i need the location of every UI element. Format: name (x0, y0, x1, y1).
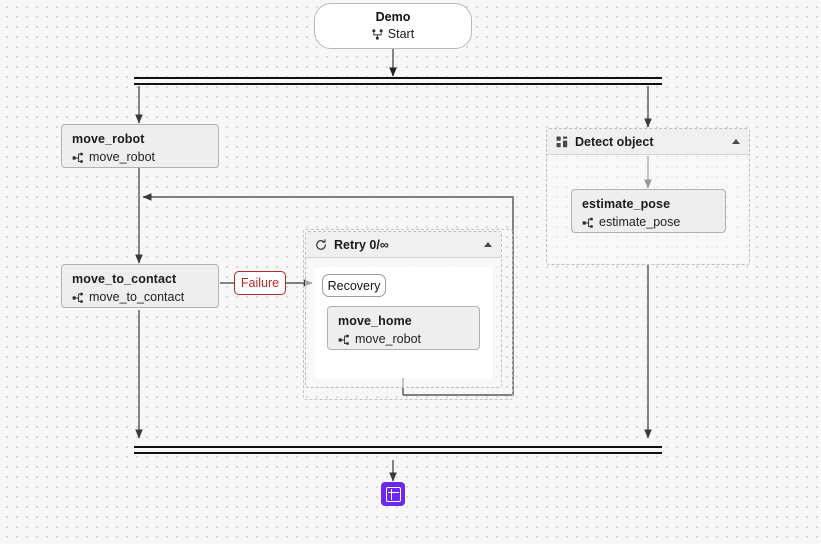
start-subrow: Start (372, 27, 414, 42)
node-subtitle: move_robot (89, 150, 156, 164)
node-title: move_home (338, 314, 412, 328)
node-title: move_to_contact (72, 272, 177, 286)
node-recovery[interactable]: Recovery (322, 274, 386, 297)
node-move-to-contact[interactable]: move_to_contact move_to_contact (61, 264, 219, 308)
add-node-icon (385, 486, 401, 502)
node-subtitle: estimate_pose (599, 215, 681, 229)
group-detect-object-header[interactable]: Detect object (547, 129, 749, 155)
group-retry-header[interactable]: Retry 0/∞ (306, 232, 501, 258)
node-move-robot[interactable]: move_robot move_robot (61, 124, 219, 168)
node-title: move_robot (72, 132, 145, 146)
node-subrow: move_to_contact (72, 290, 208, 305)
node-graph-icon (582, 217, 594, 229)
node-graph-icon (338, 334, 350, 346)
node-estimate-pose[interactable]: estimate_pose estimate_pose (571, 189, 726, 233)
recovery-label: Recovery (327, 278, 381, 293)
refresh-icon (315, 238, 327, 251)
node-subtitle: move_robot (355, 332, 422, 346)
node-subrow: move_robot (72, 150, 208, 165)
group-retry-title: Retry 0/∞ (334, 237, 389, 252)
node-title: estimate_pose (582, 197, 671, 211)
retry-outer-frame[interactable] (303, 229, 513, 400)
node-move-home[interactable]: move_home move_robot (327, 306, 480, 350)
node-subrow: move_robot (338, 332, 469, 347)
chevron-up-icon[interactable] (732, 139, 740, 144)
add-node-button[interactable] (381, 482, 405, 506)
node-start[interactable]: Demo Start (314, 3, 472, 49)
node-subrow: estimate_pose (582, 215, 715, 230)
failure-label-text: Failure (240, 276, 280, 290)
chevron-up-icon[interactable] (484, 242, 492, 247)
failure-label[interactable]: Failure (234, 271, 286, 295)
node-subtitle: move_to_contact (89, 290, 185, 304)
group-detect-object-title: Detect object (575, 134, 654, 149)
start-title: Demo (375, 10, 411, 24)
grid-layout-icon (556, 136, 568, 148)
behavior-tree-icon (372, 29, 383, 40)
start-subtitle: Start (387, 27, 415, 41)
node-graph-icon (72, 152, 84, 164)
node-graph-icon (72, 292, 84, 304)
